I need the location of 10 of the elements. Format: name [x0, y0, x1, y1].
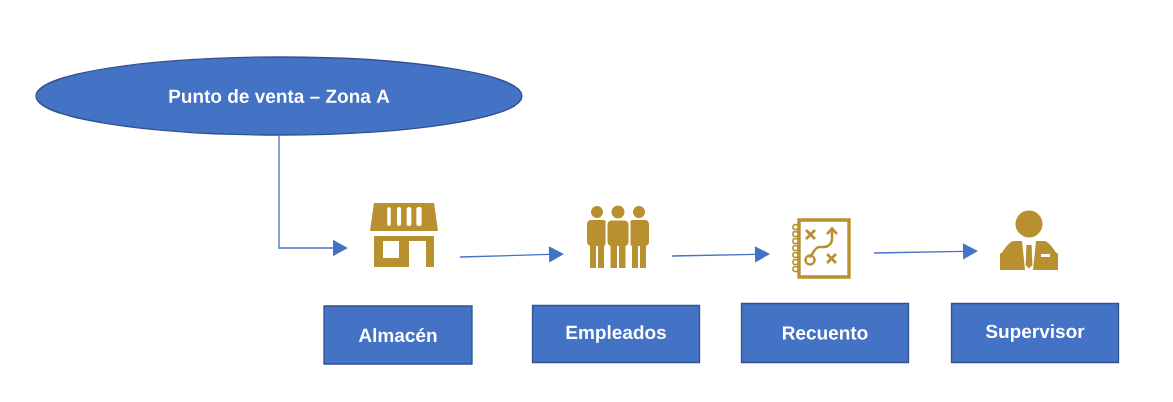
- people-icon: [587, 203, 649, 268]
- label-box: Empleados: [531, 304, 701, 364]
- label-box: Recuento: [740, 302, 910, 364]
- person-icon: [1000, 210, 1058, 270]
- arrow: [459, 246, 564, 263]
- store-icon: [370, 203, 438, 267]
- strategy-board-icon: [792, 218, 851, 279]
- ellipse-node: Punto de venta – Zona A: [35, 56, 523, 136]
- label-box: Supervisor: [950, 302, 1120, 364]
- label-box: Almacén: [323, 305, 473, 365]
